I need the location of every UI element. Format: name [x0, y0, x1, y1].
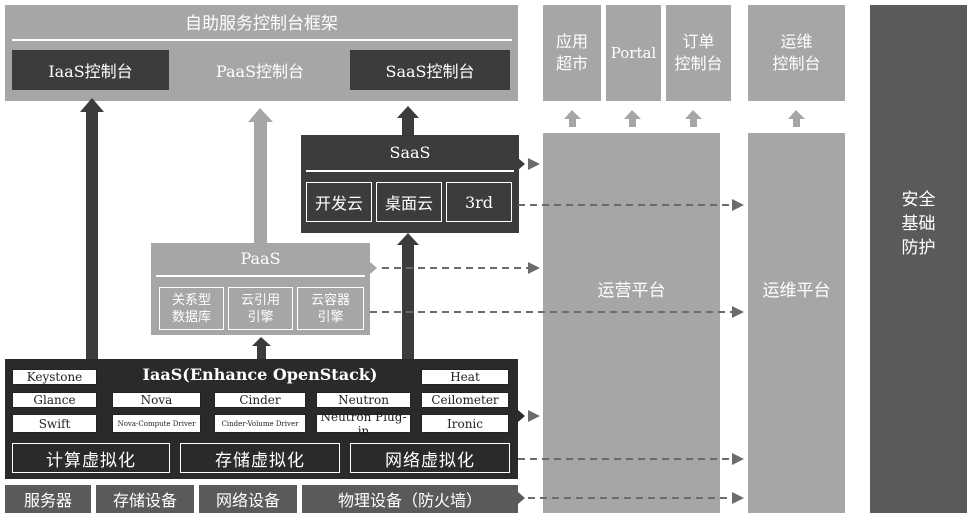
console-framework-title: 自助服务控制台框架 [185, 13, 338, 34]
iaas-nova-compute-driver[interactable]: Nova-Compute Driver [112, 414, 201, 433]
storage-virtualization[interactable]: 存储虚拟化 [180, 443, 340, 473]
saas-up-arrow [397, 106, 419, 135]
platform-up-arrow-4 [788, 110, 805, 127]
iaas-ironic[interactable]: Ironic [421, 414, 509, 433]
ops-console-box[interactable]: 运维 控制台 [748, 5, 845, 101]
platform-up-arrow-3 [685, 110, 702, 127]
iaas-glance[interactable]: Glance [12, 392, 97, 408]
paas-title: PaaS [240, 248, 281, 268]
saas-console[interactable]: SaaS控制台 [350, 50, 510, 90]
iaas-nova[interactable]: Nova [112, 392, 201, 408]
security-protection: 安全 基础 防护 [870, 5, 967, 513]
network-virtualization[interactable]: 网络虚拟化 [350, 443, 510, 473]
iaas-cinder-volume-driver[interactable]: Cinder-Volume Driver [214, 414, 306, 433]
physical-firewall[interactable]: 物理设备（防火墙） [302, 485, 518, 513]
saas-divider [306, 170, 514, 172]
platform-up-arrow-2 [624, 110, 641, 127]
physical-storage[interactable]: 存储设备 [96, 485, 194, 513]
maintenance-platform[interactable]: 运维平台 [748, 133, 845, 513]
iaas-heat[interactable]: Heat [421, 369, 509, 385]
order-console-box[interactable]: 订单 控制台 [666, 5, 731, 101]
iaas-title: IaaS(Enhance OpenStack) [142, 364, 378, 384]
physical-tip [518, 492, 525, 504]
compute-virtualization[interactable]: 计算虚拟化 [12, 443, 170, 473]
app-market-box[interactable]: 应用 超市 [543, 5, 601, 101]
iaas-up-arrow [80, 98, 104, 359]
iaas-console[interactable]: IaaS控制台 [12, 50, 169, 90]
physical-network[interactable]: 网络设备 [199, 485, 297, 513]
paas-tip [370, 262, 377, 274]
iaas-ceilometer[interactable]: Ceilometer [421, 392, 509, 408]
iaas-tip [518, 410, 525, 422]
paas-item-container-engine[interactable]: 云容器 引擎 [297, 287, 364, 330]
iaas-cinder[interactable]: Cinder [214, 392, 306, 408]
iaas-to-paas-arrow [252, 337, 271, 359]
iaas-swift[interactable]: Swift [12, 414, 97, 433]
iaas-neutron[interactable]: Neutron [316, 392, 411, 408]
frame-divider [12, 39, 512, 41]
paas-console[interactable]: PaaS控制台 [215, 62, 305, 81]
iaas-keystone[interactable]: Keystone [12, 369, 97, 385]
platform-up-arrow-1 [564, 110, 581, 127]
physical-server[interactable]: 服务器 [5, 485, 91, 513]
saas-tip [518, 158, 525, 170]
saas-item-dev-cloud[interactable]: 开发云 [306, 182, 372, 222]
paas-block [151, 243, 370, 335]
iaas-to-saas-arrow [397, 233, 419, 359]
paas-up-arrow [248, 108, 273, 243]
operations-platform[interactable]: 运营平台 [543, 133, 720, 513]
saas-item-desktop-cloud[interactable]: 桌面云 [376, 182, 442, 222]
saas-title: SaaS [389, 142, 431, 162]
saas-block [301, 135, 519, 233]
paas-item-rdb[interactable]: 关系型 数据库 [159, 287, 224, 330]
paas-divider [156, 275, 365, 277]
paas-item-app-engine[interactable]: 云引用 引擎 [228, 287, 293, 330]
portal-box[interactable]: Portal [606, 5, 661, 101]
saas-item-3rd[interactable]: 3rd [446, 182, 512, 222]
